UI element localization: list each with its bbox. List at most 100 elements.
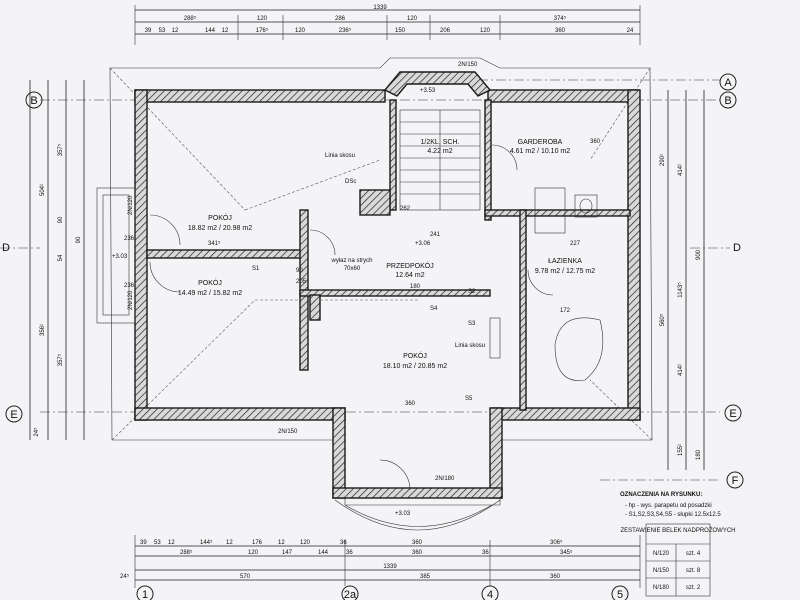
label-s4: S4 <box>430 306 438 312</box>
room-label-pokoj-3: POKÓJ 18.10 m2 / 20.85 m2 <box>383 351 447 370</box>
dim-bottom-row3: 176 <box>252 540 263 546</box>
dim-left: 356¹ <box>40 324 46 336</box>
lintel-row-count: szt. 8 <box>686 568 701 574</box>
dim-top-sub: 12 <box>172 28 179 34</box>
right-dimensions: 290¹ 414¹ 900 1143⁵ 560⁵ 414¹ 155¹ 180 <box>659 90 705 470</box>
axis-marker-A: A <box>719 73 737 91</box>
bottom-dimensions: 39 53 12 144⁵ 12 176 12 120 36 360 306⁵ … <box>120 535 641 588</box>
dim-bottom-seg: 288⁵ <box>180 549 193 556</box>
label-dim-227: 227 <box>570 241 581 247</box>
room-label-garderoba: GARDEROBA 4.61 m2 / 10.10 m2 <box>510 139 570 155</box>
lintel-row-count: szt. 4 <box>686 551 701 557</box>
dim-bottom-row3: 120 <box>300 540 311 546</box>
dim-top-total: 1339 <box>373 5 387 11</box>
dim-left: 357⁵ <box>57 353 64 366</box>
dim-bottom-row2: 360 <box>550 574 561 580</box>
dim-bottom-seg: 147 <box>282 550 293 556</box>
dim-bottom-seg: 360 <box>412 550 423 556</box>
label-dim-90: 90 <box>296 268 303 274</box>
lintel-row-type: N/150 <box>653 568 670 574</box>
dim-top-sub: 360 <box>555 28 566 34</box>
dim-right: 414¹ <box>678 364 684 376</box>
dim-right: 180 <box>696 449 702 460</box>
label-dim-172: 172 <box>560 308 571 314</box>
dim-right: 290¹ <box>660 154 666 166</box>
axis-marker-E-right: E <box>724 404 742 422</box>
svg-text:F: F <box>732 475 739 487</box>
dim-bottom-seg: 144 <box>318 550 329 556</box>
dim-left: 90 <box>58 216 64 223</box>
svg-text:PRZEDPOKÓJ: PRZEDPOKÓJ <box>386 261 433 270</box>
dim-bottom-row3: 306⁵ <box>550 539 563 546</box>
label-wylaz-size: 70x60 <box>344 266 361 272</box>
balcony-left <box>96 187 136 324</box>
dim-bottom-row2: 24⁵ <box>120 573 130 580</box>
bay-balcony-arc <box>334 499 501 531</box>
axis-marker-B-right: B <box>719 91 737 109</box>
dim-top-sub: 236⁵ <box>339 27 352 34</box>
top-dimensions: 1339 288⁵ 120 286 120 374⁵ 39 53 12 144 … <box>134 5 641 45</box>
label-linia-skosu-2: Linia skosu <box>455 343 485 349</box>
svg-text:12.64 m2: 12.64 m2 <box>395 272 424 279</box>
label-dim-180: 180 <box>410 284 421 290</box>
axis-marker-E-left: E <box>5 405 23 423</box>
dim-top-sub: 39 <box>145 28 152 34</box>
dim-bottom-row2: 570 <box>240 574 251 580</box>
label-s2: S2 <box>468 289 476 295</box>
bathroom-fixtures <box>489 187 604 381</box>
svg-text:5: 5 <box>617 589 623 600</box>
dim-bottom-seg: 36 <box>346 550 353 556</box>
svg-text:18.10 m2 / 20.85 m2: 18.10 m2 / 20.85 m2 <box>383 363 447 370</box>
label-s3: S3 <box>468 321 476 327</box>
dim-bottom-row3: 144⁵ <box>200 539 213 546</box>
room-label-pokoj-1: POKÓJ 18.82 m2 / 20.98 m2 <box>188 213 252 232</box>
svg-text:9.78 m2 / 12.75 m2: 9.78 m2 / 12.75 m2 <box>535 268 595 275</box>
dim-top-sub: 53 <box>159 28 166 34</box>
dim-top-seg: 288⁵ <box>184 15 197 22</box>
label-dim-236-a: 236 <box>124 236 135 242</box>
label-dim-360-a: 360 <box>405 401 416 407</box>
label-dim-241: 241 <box>430 232 441 238</box>
dim-bottom-row3: 36 <box>340 540 347 546</box>
dim-left: 504¹ <box>40 184 46 196</box>
dim-right: 900 <box>696 249 702 260</box>
exterior-walls <box>134 71 641 499</box>
svg-text:4.22 m2: 4.22 m2 <box>427 148 452 155</box>
dim-top-seg: 120 <box>407 16 418 22</box>
section-marker-D-right: D <box>733 242 741 254</box>
svg-text:1/2KL. SCH.: 1/2KL. SCH. <box>421 139 460 146</box>
dim-left: 357⁵ <box>57 143 64 156</box>
dim-top-sub: 144 <box>205 28 216 34</box>
axis-marker-2a: 2a <box>341 585 359 600</box>
label-n120-b: 2N/120 <box>128 290 134 310</box>
svg-text:GARDEROBA: GARDEROBA <box>518 139 563 146</box>
dim-top-sub: 206 <box>440 28 451 34</box>
dim-top-sub: 120 <box>480 28 491 34</box>
dim-bottom-row3: 39 <box>140 540 147 546</box>
dim-bottom-row3: 12 <box>278 540 285 546</box>
label-level-353: +3.53 <box>420 88 436 94</box>
axis-marker-F: F <box>726 471 744 489</box>
dim-top-sub: 24 <box>627 28 634 34</box>
lintel-table: ZESTAWIENIE BELEK NADPROŻOWYCH N/120 szt… <box>620 523 736 597</box>
svg-text:14.49 m2 / 15.82 m2: 14.49 m2 / 15.82 m2 <box>178 290 242 297</box>
label-dsc: DSc <box>345 179 356 185</box>
dim-right: 414¹ <box>678 164 684 176</box>
room-label-stairs: 1/2KL. SCH. 4.22 m2 <box>421 139 460 155</box>
interior-walls <box>146 99 631 411</box>
dim-bottom-row3: 12 <box>226 540 233 546</box>
svg-text:1: 1 <box>142 589 148 600</box>
dim-right: 560⁵ <box>659 313 666 326</box>
label-dim-236-b: 236 <box>124 283 135 289</box>
legend-line-2: - S1,S2,S3,S4,S5 - słupki 12.5x12.5 <box>625 512 721 518</box>
axis-marker-B-left: B <box>25 91 43 109</box>
lintel-row-count: szt. 2 <box>686 585 701 591</box>
dim-top-sub: 12 <box>222 28 229 34</box>
svg-text:B: B <box>30 95 37 107</box>
label-dim-360-b: 360 <box>590 139 601 145</box>
dim-top-sub: 120 <box>295 28 306 34</box>
dim-bottom-row2: 385 <box>420 574 431 580</box>
label-level-303-a: +3.03 <box>112 254 128 260</box>
svg-text:POKÓJ: POKÓJ <box>198 278 222 287</box>
